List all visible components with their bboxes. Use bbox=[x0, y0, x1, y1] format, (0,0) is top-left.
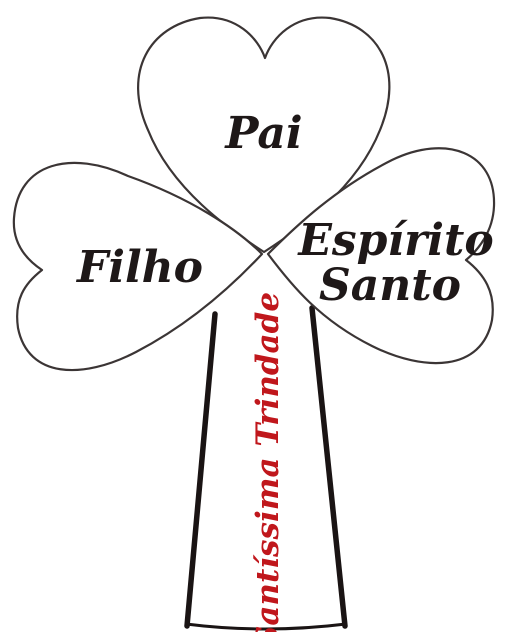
stem-base-line bbox=[184, 622, 348, 631]
heart-leaf-right bbox=[266, 147, 496, 365]
heart-leaf-top bbox=[137, 16, 391, 254]
label-espirito: Espírito bbox=[296, 215, 493, 266]
label-santissima-trindade: Santíssima Trindade bbox=[250, 292, 286, 632]
label-pai: Pai bbox=[223, 108, 302, 159]
stem-right-line bbox=[309, 305, 348, 629]
label-filho: Filho bbox=[75, 242, 203, 293]
label-santo: Santo bbox=[319, 260, 461, 311]
heart-leaf-left bbox=[12, 161, 264, 372]
stem-left-line bbox=[184, 311, 218, 629]
